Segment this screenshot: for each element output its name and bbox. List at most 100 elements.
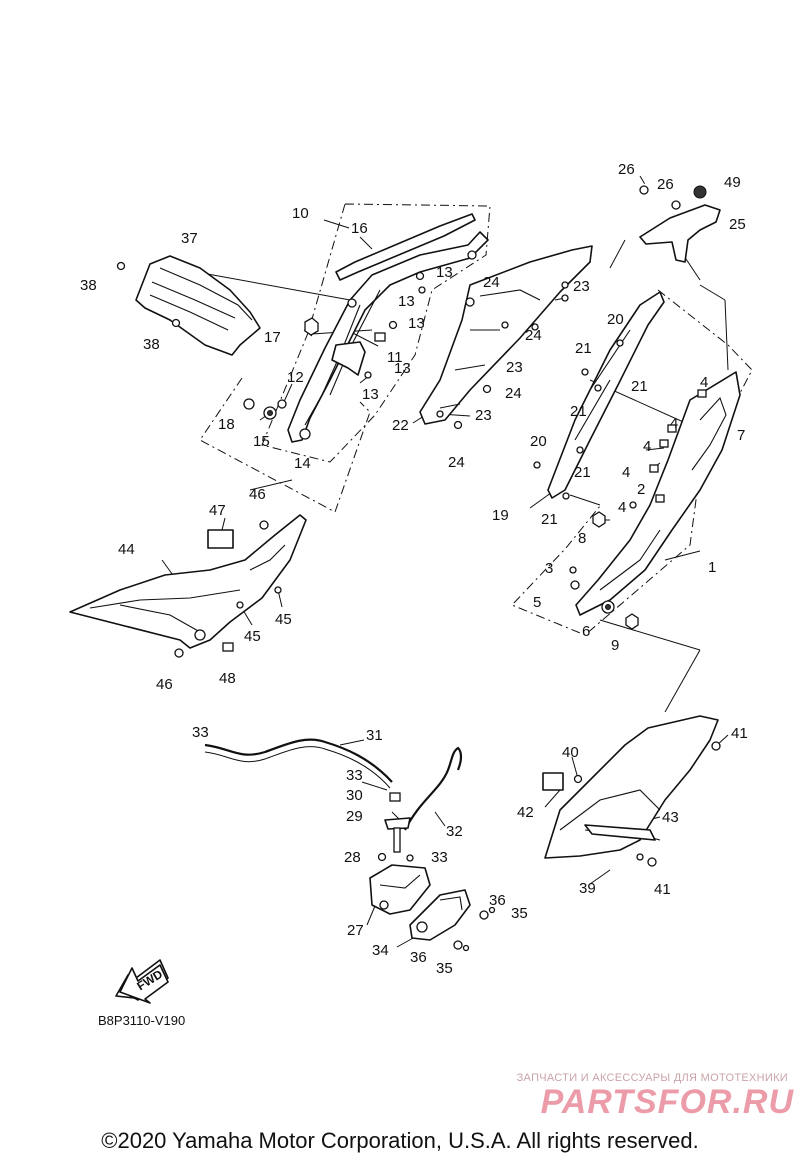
callout-label: 40 [562, 744, 579, 761]
callout-label: 13 [362, 386, 379, 403]
part-14-screw [299, 428, 311, 440]
part-43-trim [584, 824, 656, 841]
part-11-bracket [331, 341, 366, 376]
callout-label: 4 [622, 464, 630, 481]
callout-label: 11 [387, 349, 403, 366]
callout-label: 7 [737, 427, 745, 444]
top-bracket-assembly [639, 185, 721, 263]
callout-label: 31 [366, 727, 383, 744]
part-7-side-cover [575, 371, 741, 616]
callout-label: 24 [483, 274, 500, 291]
lower-right-cowl-assembly [542, 715, 721, 867]
watermark-logo: PARTSFOR.RU [540, 1083, 794, 1121]
fwd-arrow: FWD [115, 959, 169, 1004]
callout-label: 23 [573, 278, 590, 295]
callout-label: 41 [731, 725, 748, 742]
callout-label: 19 [492, 507, 509, 524]
callout-label: 41 [654, 881, 671, 898]
copyright-notice: ©2020 Yamaha Motor Corporation, U.S.A. A… [101, 1128, 699, 1153]
callout-label: 13 [436, 264, 453, 281]
callout-label: 21 [574, 464, 591, 481]
callout-label: 13 [398, 293, 415, 310]
callout-label: 42 [517, 804, 534, 821]
callout-label: 4 [643, 438, 651, 455]
callout-label: 36 [410, 949, 427, 966]
callout-label: 23 [506, 359, 523, 376]
callout-label: 21 [575, 340, 592, 357]
callout-label: 21 [631, 378, 648, 395]
front-cover-left-assembly [116, 255, 261, 356]
callout-label: 33 [192, 724, 209, 741]
part-44-cowl [69, 514, 307, 649]
side-cover-inner-left-assembly [243, 213, 489, 443]
callout-label: 23 [475, 407, 492, 424]
callout-label: 34 [372, 942, 389, 959]
callout-label: 37 [181, 230, 198, 247]
part-3-washer [569, 566, 577, 574]
callout-label: 30 [346, 787, 363, 804]
callout-label: 48 [219, 670, 236, 687]
callout-label: 45 [275, 611, 292, 628]
callout-label: 24 [505, 385, 522, 402]
callout-label: 4 [700, 374, 708, 391]
part-32-hose [404, 746, 463, 831]
part-37-cover [135, 255, 261, 356]
part-49-clip [693, 185, 707, 199]
callout-label: 35 [436, 960, 453, 977]
callout-label: 6 [582, 623, 590, 640]
callout-label: 16 [351, 220, 368, 237]
part-39-cowl [544, 715, 719, 859]
callout-label: 47 [209, 502, 226, 519]
callout-label: 13 [408, 315, 425, 332]
callout-label: 8 [578, 530, 586, 547]
callout-label: 25 [729, 216, 746, 233]
part-42-pad [542, 772, 564, 791]
part-9-nut [625, 613, 639, 630]
part-28-grommet [377, 852, 387, 862]
callout-label: 46 [249, 486, 266, 503]
part-41-screw [711, 741, 721, 751]
part-48-grommet [222, 642, 234, 652]
part-22-inner-panel [419, 245, 593, 425]
callout-label: 15 [253, 433, 270, 450]
part-31-hose [204, 738, 393, 783]
callout-label: 21 [570, 403, 587, 420]
part-27-tank [369, 864, 431, 915]
callout-label: 14 [294, 455, 311, 472]
part-16-trim-strip [335, 213, 476, 281]
callout-label: 29 [346, 808, 363, 825]
callout-label: 46 [156, 676, 173, 693]
callout-label: 2 [637, 481, 645, 498]
part-19-bracket [547, 291, 665, 499]
center-inner-panel-assembly [364, 245, 593, 430]
part-46-screw [259, 520, 269, 530]
callout-label: 24 [525, 327, 542, 344]
callout-label: 39 [579, 880, 596, 897]
callout-label: 18 [218, 416, 235, 433]
callout-label: 27 [347, 922, 364, 939]
callout-label: 1 [708, 559, 716, 576]
callout-label: 5 [533, 594, 541, 611]
part-18-screw [243, 398, 255, 410]
callout-label: 9 [611, 637, 619, 654]
callout-numbers: 1 2 3 4 4 4 4 4 5 6 7 8 9 10 11 12 13 13… [80, 161, 748, 1028]
callout-label: 36 [489, 892, 506, 909]
callout-label: 32 [446, 823, 463, 840]
part-12-washer [277, 399, 287, 409]
callout-label: 3 [545, 560, 553, 577]
callout-label: 38 [143, 336, 160, 353]
callout-label: 43 [662, 809, 679, 826]
part-25-bracket [639, 204, 721, 263]
callout-label: 12 [287, 369, 304, 386]
callout-label: 4 [670, 415, 678, 432]
side-cover-right-assembly [533, 291, 741, 630]
part-30-clamp [389, 792, 401, 802]
callout-label: 4 [618, 499, 626, 516]
part-17-nut [304, 317, 319, 336]
callout-label: 17 [264, 329, 281, 346]
callout-label: 28 [344, 849, 361, 866]
callout-label: 24 [448, 454, 465, 471]
lower-left-cowl-assembly [69, 514, 307, 658]
watermark-tagline: ЗАПЧАСТИ И АКСЕССУАРЫ ДЛЯ МОТОТЕХНИКИ [516, 1072, 788, 1084]
